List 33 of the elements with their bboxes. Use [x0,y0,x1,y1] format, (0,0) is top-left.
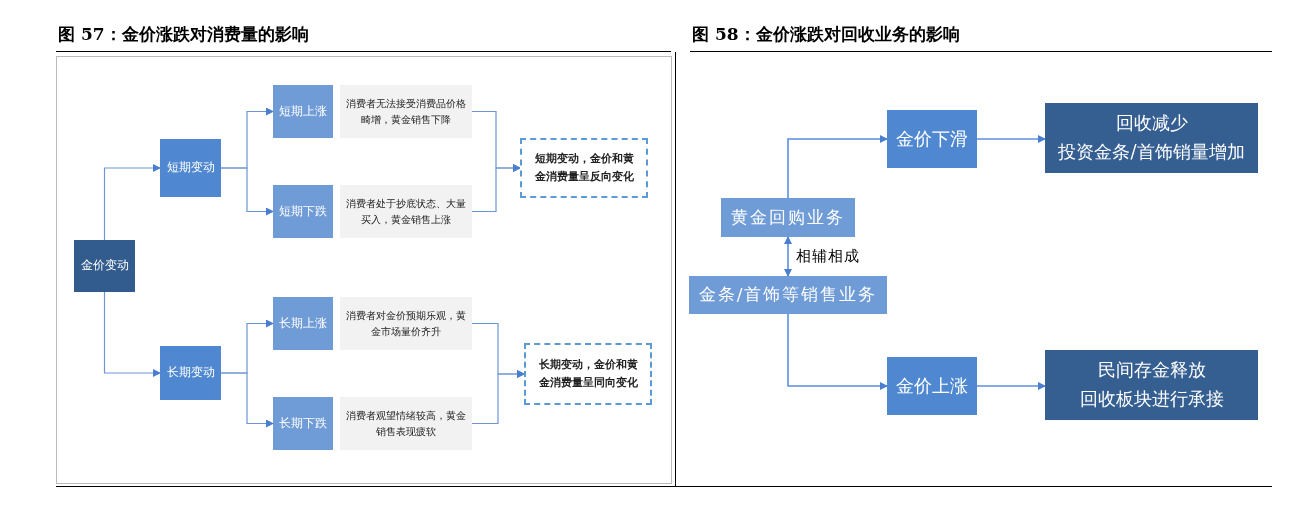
description-box: 消费者处于抄底状态、大量买入，黄金销售上涨 [340,185,472,238]
arrow [103,291,161,377]
process-box: 长期变动 [160,346,221,400]
arrow [471,164,521,213]
process-box: 短期下跌 [273,185,333,238]
process-box: 短期变动 [160,139,221,197]
conclusion-box: 长期变动，金价和黄金消费量呈同向变化 [524,343,652,405]
process-box: 长期下跌 [273,397,333,450]
arrow [976,382,1046,390]
process-box: 金价变动 [74,240,135,292]
process-box: 金价下滑 [887,110,977,168]
arrow [784,236,792,277]
business-box: 黄金回购业务 [721,198,855,237]
figure-title: 图 57：金价涨跌对消费量的影响 [58,23,309,46]
process-box: 短期上涨 [273,85,333,138]
arrow [976,135,1046,143]
figure-title: 图 58：金价涨跌对回收业务的影响 [692,23,960,46]
edge-label: 相辅相成 [796,248,860,264]
description-box: 消费者对金价预期乐观，黄金市场量价齐升 [340,297,472,350]
arrow [787,313,888,390]
arrow [220,167,274,216]
arrow [220,372,274,428]
process-box: 金价上涨 [887,357,977,415]
arrow [787,135,888,199]
arrow [471,370,525,425]
result-box: 回收减少 投资金条/首饰销量增加 [1045,103,1258,173]
conclusion-box: 短期变动，金价和黄金消费量呈反向变化 [520,138,648,198]
business-box: 金条/首饰等销售业务 [689,276,887,314]
process-box: 长期上涨 [273,297,333,350]
description-box: 消费者无法接受消费品价格畸增，黄金销售下降 [340,85,472,138]
result-box: 民间存金释放 回收板块进行承接 [1045,350,1258,420]
description-box: 消费者观望情绪较高，黄金销售表现疲软 [340,397,472,450]
arrow [103,164,161,241]
